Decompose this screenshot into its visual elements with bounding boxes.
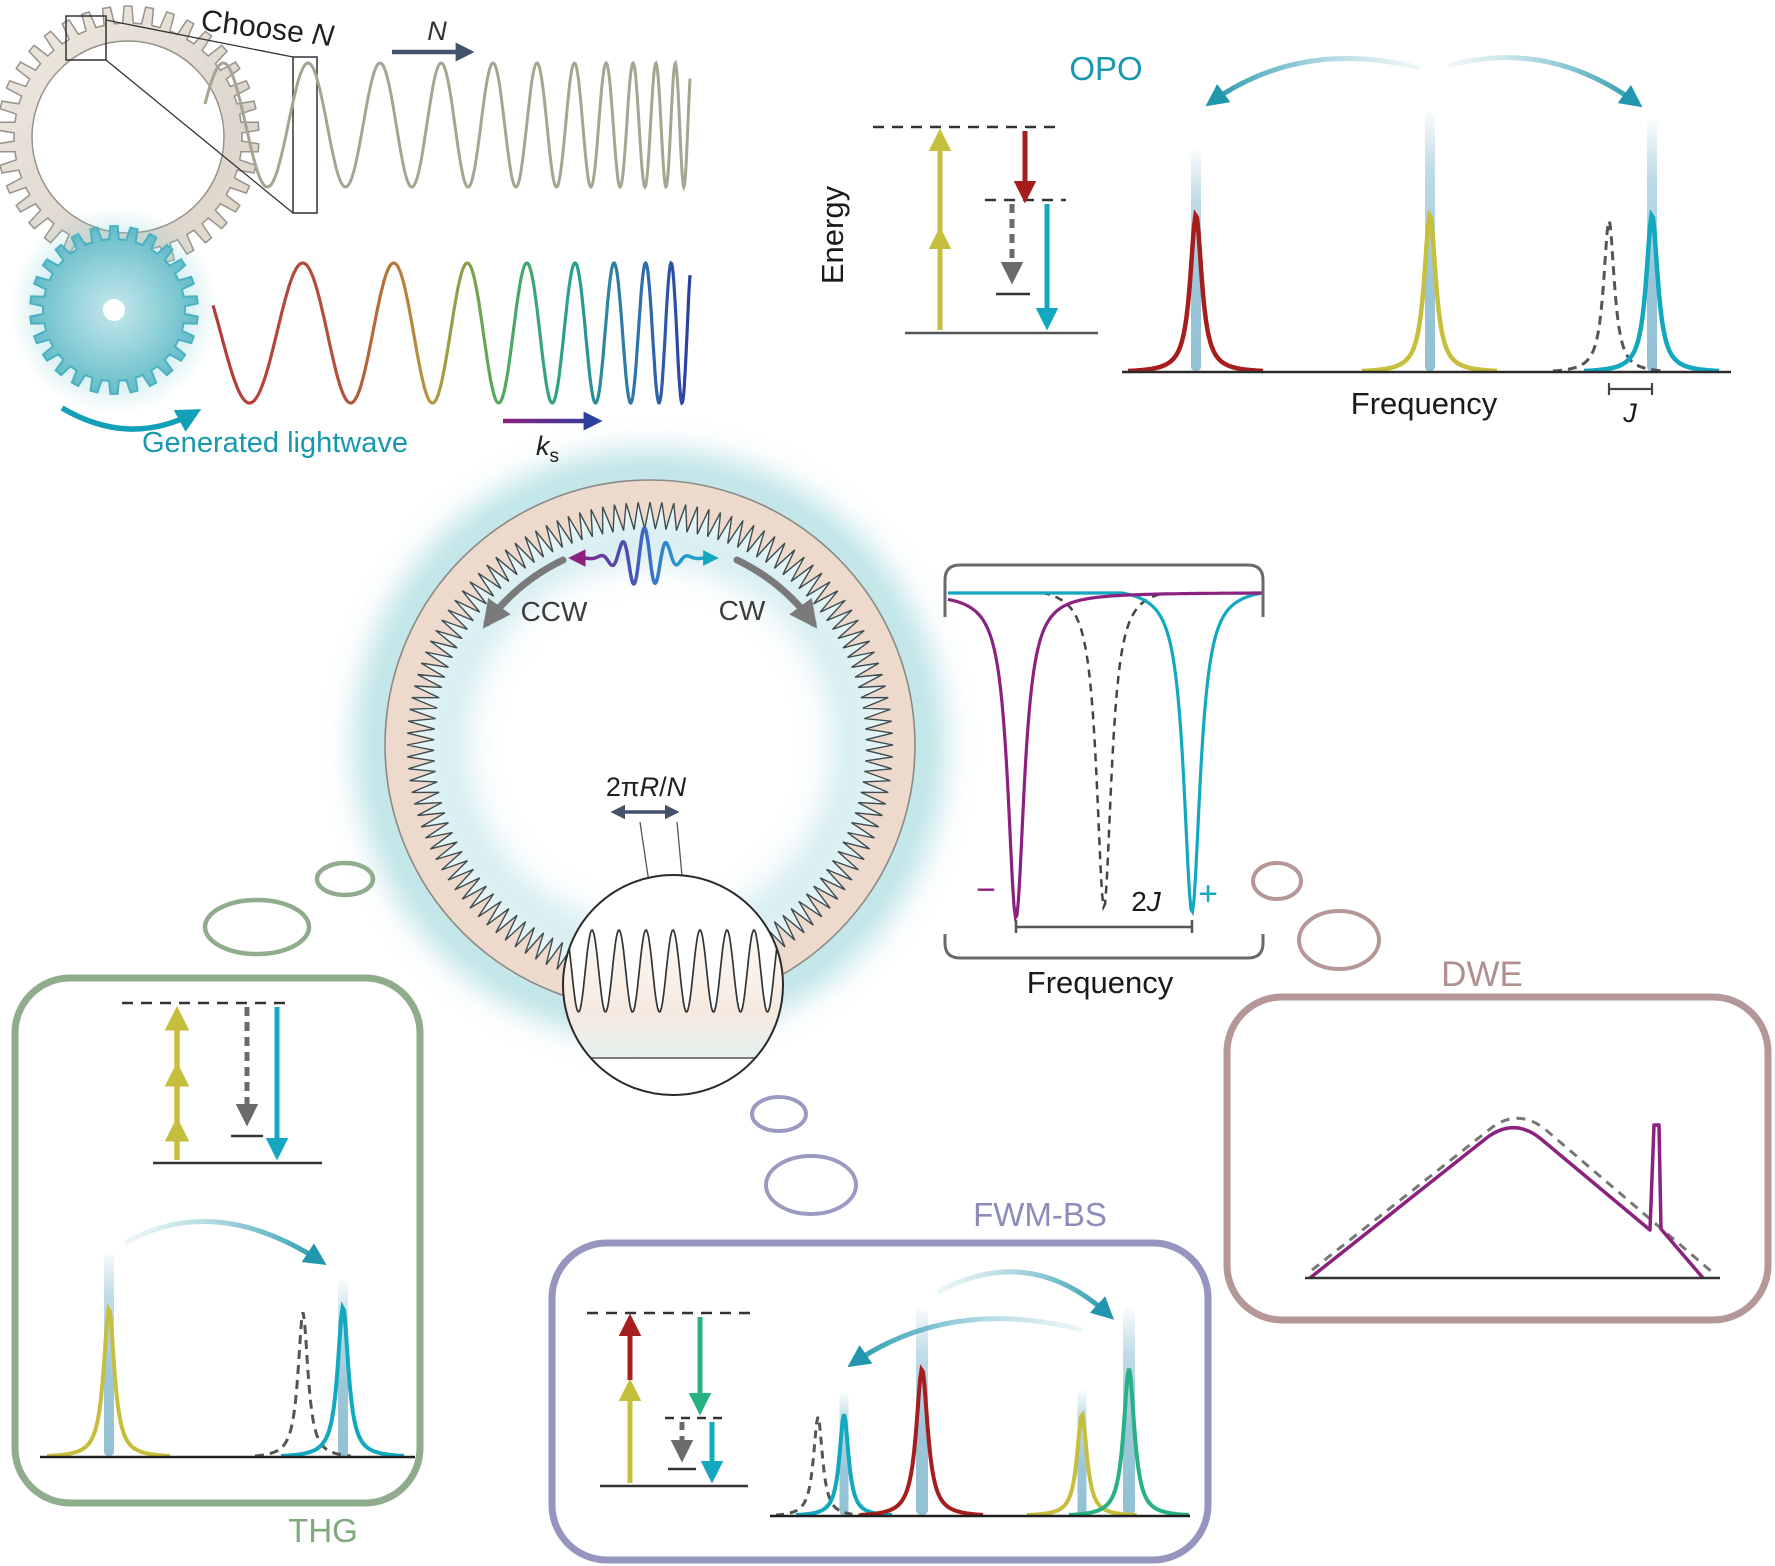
- gear-zoom-box: [65, 15, 107, 61]
- ks-label: ks: [536, 431, 559, 467]
- gear-panel: Choose N N Generated lightwave ks: [0, 4, 692, 467]
- dwe-thought-bubble-large: [1297, 909, 1381, 971]
- dwe-title: DWE: [1441, 955, 1523, 994]
- resonance-bar: [1191, 150, 1201, 371]
- n-arrow-label: N: [427, 16, 447, 46]
- resonance-bar: [1425, 112, 1435, 371]
- resonance-bar: [916, 1308, 928, 1515]
- resonance-peak: [280, 1301, 404, 1458]
- cavity-mode-wave: [203, 59, 692, 192]
- resonance-bar: [104, 1252, 114, 1456]
- thg-transfer-arrow: [123, 1219, 327, 1266]
- fwm-border: [548, 1239, 1212, 1564]
- energy-transfer-arrow-right: [1447, 55, 1643, 108]
- minus-mode-dip: [947, 591, 1262, 923]
- thg-title: THG: [288, 1512, 358, 1549]
- resonance-bar: [1123, 1308, 1135, 1515]
- dwe-ideal-envelope-dashed: [1311, 1116, 1713, 1274]
- fwm-spectrum: [775, 1308, 1190, 1517]
- fwm-bs-box: FWM-BS: [548, 1095, 1212, 1564]
- plus-mode-dip: [948, 591, 1262, 917]
- fwm-title: FWM-BS: [973, 1196, 1107, 1233]
- wave-zoom-box: [292, 56, 318, 214]
- resonance-peak: [1583, 209, 1720, 374]
- fwm-transfer-arrow-right: [936, 1269, 1115, 1320]
- unsplit-resonance-dip: [1041, 591, 1166, 912]
- opo-panel: OPO Energy Frequency J: [815, 50, 1731, 428]
- chirped-rainbow-wave: [211, 260, 692, 406]
- gear-axle-hole: [103, 299, 125, 321]
- resonance-peak: [1361, 209, 1498, 374]
- resonance-peak: [1068, 1368, 1190, 1517]
- energy-axis-label: Energy: [815, 185, 850, 284]
- thg-thought-bubble-small: [314, 860, 376, 898]
- light-wavepacket: [568, 525, 719, 586]
- dwe-box: DWE: [1223, 861, 1772, 1324]
- j-splitting-bracket: [1607, 383, 1654, 395]
- choose-n-label: Choose N: [199, 4, 336, 53]
- dwe-border: [1223, 993, 1772, 1324]
- thg-box: THG: [11, 860, 424, 1549]
- minus-mode-label: −: [976, 871, 996, 909]
- mode-splitting-panel: − + 2J Frequency: [943, 563, 1265, 1000]
- chirped-wave: [203, 59, 692, 192]
- thg-spectrum: [46, 1252, 404, 1458]
- generated-lightwave-wave: [211, 260, 692, 406]
- fwm-thought-bubble-large: [764, 1154, 858, 1216]
- ccw-label: CCW: [521, 596, 588, 627]
- callout-line-top: [105, 19, 294, 58]
- thg-border: [11, 974, 424, 1507]
- dashed-resonance-peak: [1552, 216, 1665, 373]
- ring-resonator: CCW CW 2πR/N: [384, 479, 916, 1096]
- resonance-peak: [1127, 209, 1264, 374]
- resonance-peak: [859, 1364, 984, 1517]
- plus-mode-label: +: [1198, 875, 1218, 913]
- cw-label: CW: [719, 595, 766, 626]
- dwe-thought-bubble-small: [1251, 861, 1303, 901]
- gear-rotation-arrow: [60, 405, 202, 432]
- resonance-peak: [1026, 1409, 1137, 1517]
- spectrum-frame-bottom: [943, 934, 1265, 960]
- dashed-resonance-peak: [254, 1311, 352, 1458]
- ccw-arrow: [482, 556, 567, 629]
- cw-arrow: [733, 556, 818, 629]
- wavepacket-wave: [568, 525, 719, 586]
- fwm-thought-bubble-small: [750, 1095, 808, 1133]
- dashed-resonance-peak: [775, 1416, 861, 1517]
- magnifier-content: [563, 928, 783, 1059]
- splitting-frequency-axis-label: Frequency: [1027, 965, 1174, 1000]
- generated-lightwave-label: Generated lightwave: [142, 427, 408, 459]
- resonance-peak: [46, 1303, 170, 1458]
- magnifier-circle: [562, 874, 784, 1096]
- two-j-measure-line: [1014, 920, 1194, 933]
- opo-frequency-axis-label: Frequency: [1351, 386, 1498, 421]
- opo-spectrum: [1127, 112, 1720, 374]
- thg-thought-bubble-large: [202, 897, 312, 957]
- grating-period-label: 2πR/N: [606, 772, 687, 802]
- spectrum-frame-top: [943, 563, 1265, 617]
- callout-line-bottom: [105, 59, 294, 214]
- j-label: J: [1622, 398, 1637, 428]
- fwm-transfer-arrow-left: [847, 1316, 1083, 1368]
- dwe-comb-envelope-with-dispersive-wave: [1308, 1123, 1705, 1280]
- transmission-dips: [947, 591, 1262, 923]
- magnified-grating-profile: [563, 928, 783, 1013]
- resonance-bar: [1647, 120, 1657, 371]
- two-j-label: 2J: [1131, 886, 1162, 917]
- energy-transfer-arrow-left: [1205, 56, 1421, 107]
- magnified-grating-fill: [563, 930, 783, 1058]
- opo-title: OPO: [1069, 50, 1142, 87]
